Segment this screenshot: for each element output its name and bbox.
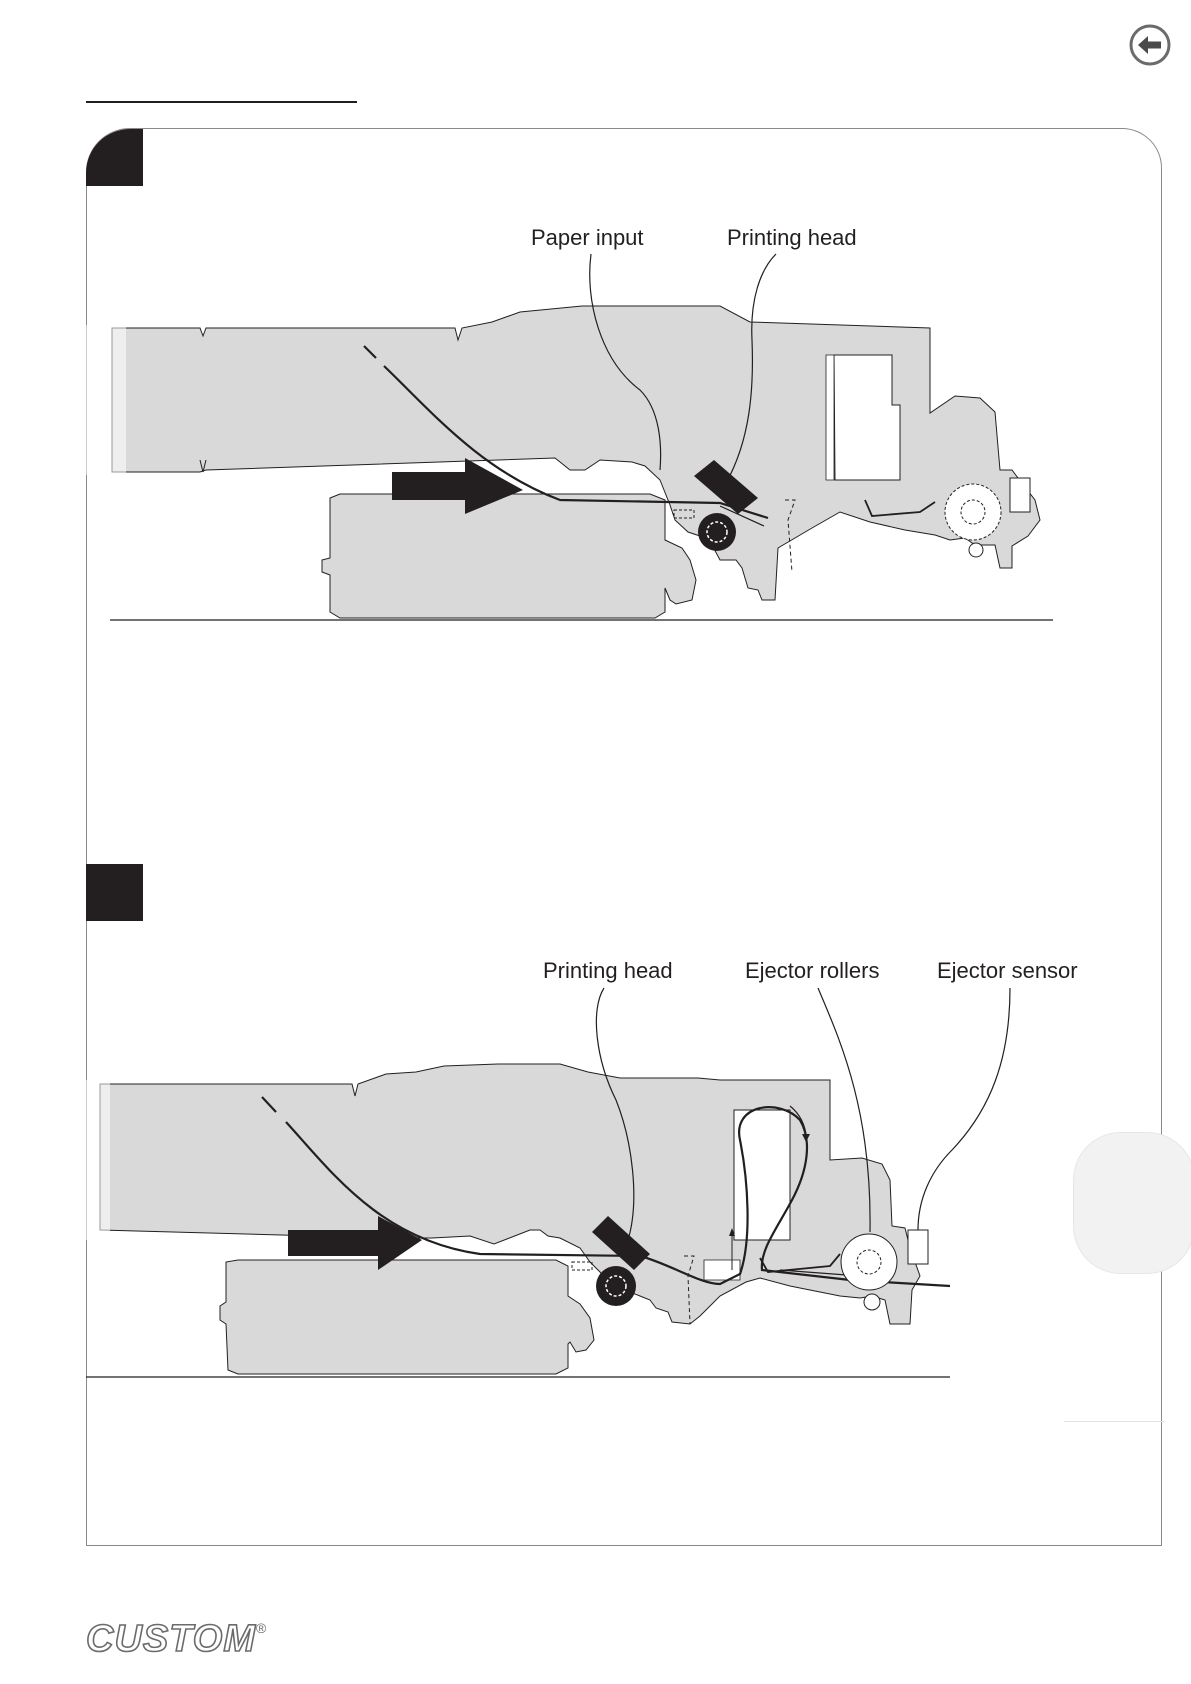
diagram-step-1: Paper input Printing head <box>86 225 1053 620</box>
logo-text: CUSTOM <box>86 1618 256 1660</box>
paper-input-label: Paper input <box>531 225 644 250</box>
printing-head-label-1: Printing head <box>727 225 857 250</box>
diagram-step-2: Printing head Ejector rollers Ejector se… <box>86 958 1078 1377</box>
printing-head-label-2: Printing head <box>543 958 673 983</box>
custom-logo: CUSTOM® <box>86 1618 267 1661</box>
registered-mark: ® <box>256 1620 267 1636</box>
ejector-rollers-label: Ejector rollers <box>745 958 879 983</box>
ejector-sensor-label: Ejector sensor <box>937 958 1078 983</box>
